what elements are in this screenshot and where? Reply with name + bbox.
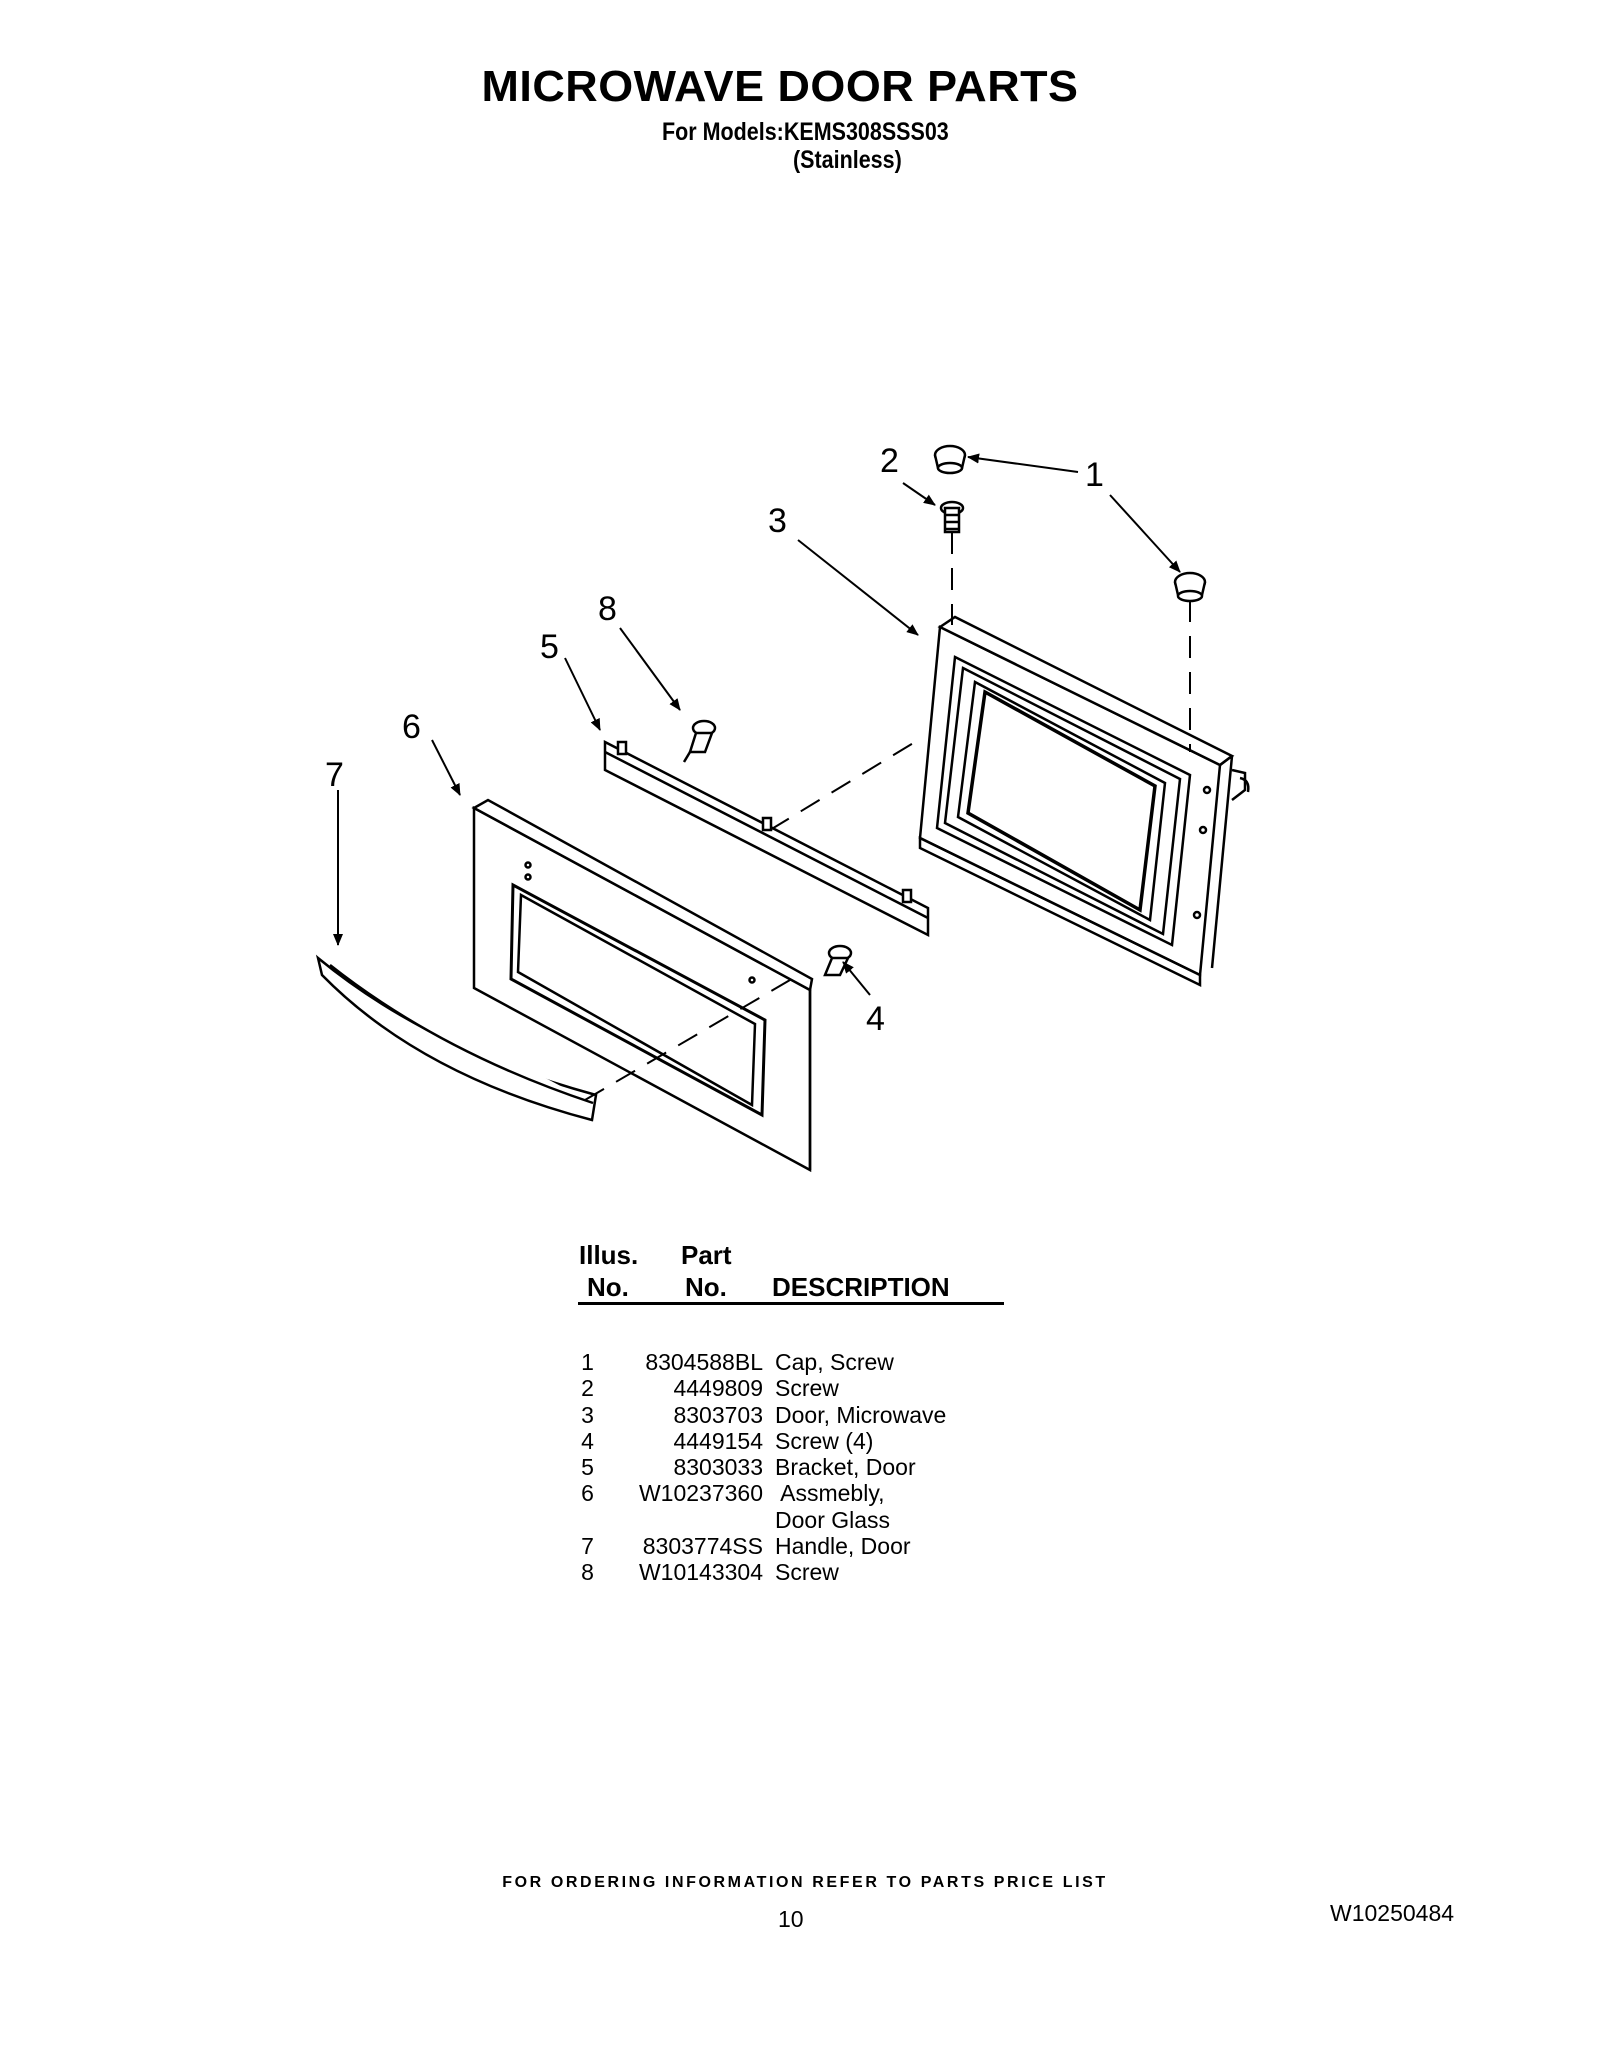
header-rule — [578, 1302, 1004, 1305]
finish-line: (Stainless) — [793, 146, 902, 174]
header-part-top: Part — [681, 1240, 732, 1270]
callout-8: 8 — [598, 590, 617, 628]
header-illus-bottom: No. — [587, 1272, 629, 1302]
document-number: W10250484 — [1330, 1900, 1455, 1926]
callout-7: 7 — [325, 756, 344, 794]
page-number: 10 — [778, 1906, 804, 1932]
page-title: MICROWAVE DOOR PARTS — [481, 62, 1079, 111]
part-number: 4449154 — [673, 1427, 763, 1454]
part-number: 8303774SS — [642, 1533, 763, 1560]
glass-screw-part — [823, 944, 853, 977]
door-screw-part — [939, 500, 965, 534]
parts-row: 5 8303033 Bracket, Door — [560, 1454, 1080, 1480]
exploded-parts-diagram: 1 2 3 4 5 6 7 8 — [315, 442, 1250, 1173]
illus-number: 8 — [581, 1559, 594, 1586]
callout-3: 3 — [768, 502, 787, 540]
ordering-note: FOR ORDERING INFORMATION REFER TO PARTS … — [0, 1874, 1600, 1892]
part-number — [615, 1507, 775, 1533]
illus-number: 6 — [581, 1480, 594, 1507]
screw-cap-part — [933, 444, 1207, 603]
part-description: Screw — [775, 1375, 839, 1402]
leader-arrows — [333, 453, 1181, 996]
parts-row: 2 4449809 Screw — [560, 1375, 1080, 1401]
illus-number — [560, 1507, 615, 1533]
parts-row: 7 8303774SS Handle, Door — [560, 1533, 1080, 1559]
header-description: DESCRIPTION — [772, 1272, 950, 1302]
ordering-note-text: FOR ORDERING INFORMATION REFER TO PARTS … — [502, 1874, 1108, 1891]
header-illus-top: Illus. — [579, 1240, 639, 1270]
parts-row: 1 8304588BL Cap, Screw — [560, 1349, 1080, 1375]
header-part-bottom: No. — [685, 1272, 727, 1302]
part-description: Screw — [775, 1559, 839, 1586]
illus-number: 2 — [581, 1375, 594, 1402]
part-number: 4449809 — [673, 1375, 763, 1402]
callout-1: 1 — [1085, 456, 1104, 494]
part-description: Bracket, Door — [775, 1454, 916, 1481]
bracket-screw-part — [682, 719, 717, 763]
callout-2: 2 — [880, 442, 899, 480]
alignment-lines — [584, 532, 1191, 1101]
illus-number: 3 — [581, 1401, 594, 1428]
door-frame-part — [918, 615, 1250, 988]
door-bracket-part — [603, 739, 930, 938]
part-description: Screw (4) — [775, 1427, 874, 1454]
part-number: 8303033 — [673, 1454, 763, 1481]
part-number: W10143304 — [638, 1559, 763, 1586]
part-description: Door Glass — [775, 1506, 891, 1533]
parts-row: 4 4449154 Screw (4) — [560, 1428, 1080, 1454]
callout-5: 5 — [540, 628, 559, 666]
part-number: 8303703 — [673, 1401, 763, 1428]
part-number: 8304588BL — [645, 1349, 763, 1375]
door-glass-part — [471, 798, 814, 1173]
illus-number: 4 — [581, 1427, 594, 1454]
door-handle-part — [315, 954, 598, 1122]
parts-row: Door Glass — [560, 1507, 1080, 1533]
part-description: Assmebly, — [775, 1480, 885, 1507]
parts-row: 3 8303703 Door, Microwave — [560, 1402, 1080, 1428]
callout-4: 4 — [866, 1000, 885, 1038]
callout-6: 6 — [402, 708, 421, 746]
parts-row: 8 W10143304 Screw — [560, 1559, 1080, 1585]
parts-list: 1 8304588BL Cap, Screw 2 4449809 Screw 3… — [560, 1349, 1080, 1586]
part-description: Cap, Screw — [775, 1349, 894, 1375]
part-description: Handle, Door — [775, 1533, 911, 1560]
models-line: For Models:KEMS308SSS03 — [662, 118, 949, 146]
illus-number: 7 — [581, 1533, 594, 1560]
part-description: Door, Microwave — [775, 1401, 947, 1428]
illus-number: 1 — [581, 1349, 594, 1375]
part-number: W10237360 — [638, 1480, 763, 1507]
parts-row: 6 W10237360 Assmebly, — [560, 1480, 1080, 1506]
illus-number: 5 — [581, 1454, 594, 1481]
